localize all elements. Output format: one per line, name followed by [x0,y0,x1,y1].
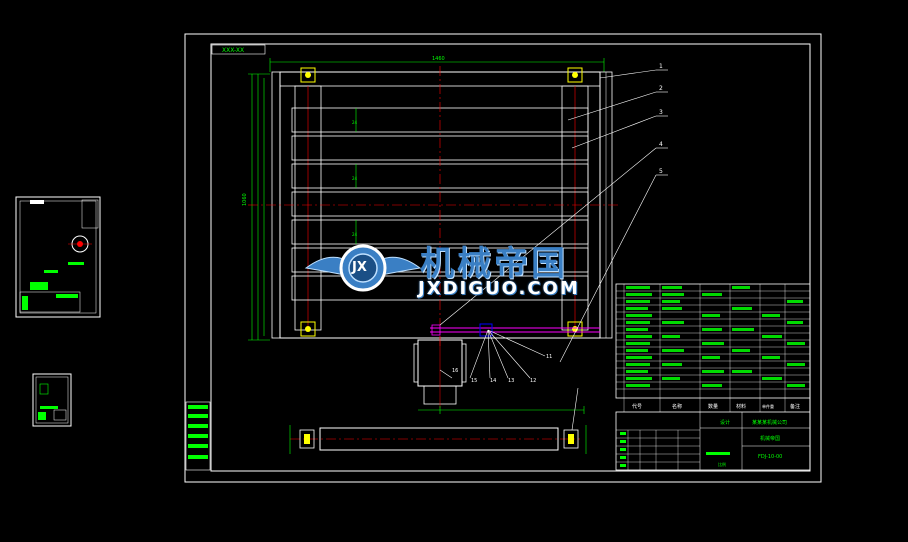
header-label-box [211,44,266,55]
front-view-assembly[interactable]: 1460 1060 [242,56,618,348]
svg-text:1460: 1460 [432,56,445,62]
svg-text:材料: 材料 [736,403,746,410]
title-block[interactable]: 设计 某某某机械公司 机械帝国 FDJ-10-00 比例 [615,411,811,471]
parts-list-table[interactable]: 代号 名称 数量 材料 单件重 备注 [615,283,811,412]
balloon-14: 14 [490,378,496,384]
watermark: 机械帝国 JXDIGUO.COM [300,236,610,302]
svg-text:24: 24 [352,120,358,125]
parts-list-header: 代号 名称 数量 材料 单件重 备注 [632,403,800,410]
watermark-name-cn: 机械帝国 [420,244,568,284]
watermark-logo [304,244,422,292]
balloon-1: 1 [659,63,663,70]
balloon-2: 2 [659,85,663,92]
svg-text:1060: 1060 [242,193,248,206]
balloon-11: 11 [546,354,552,360]
balloon-5: 5 [659,168,663,175]
svg-text:单件重: 单件重 [762,403,774,409]
header-label: XXX-XX [222,47,244,54]
sheet-inner-border [210,43,811,472]
svg-text:名称: 名称 [672,403,682,410]
svg-text:备注: 备注 [790,403,800,410]
drawing-title: 机械帝国 [760,435,780,442]
svg-text:24: 24 [352,176,358,181]
balloon-12: 12 [530,378,536,384]
balloon-15: 15 [471,378,477,384]
svg-text:24: 24 [352,232,358,237]
revision-strip [185,401,211,471]
sheet-outer-border [184,33,822,483]
scale-label: 比例 [718,461,726,467]
designer-label: 设计 [720,419,730,426]
company-name: 某某某机械公司 [752,419,787,426]
watermark-name-en: JXDIGUO.COM [418,278,580,299]
section-view[interactable] [289,387,587,454]
svg-text:代号: 代号 [632,403,642,410]
drive-motor[interactable] [413,336,585,414]
balloon-13: 13 [508,378,514,384]
drawing-number: FDJ-10-00 [758,454,782,460]
watermark-logo-text: JX [352,260,367,275]
sheet-thumbnail-2[interactable] [32,373,72,427]
balloon-4: 4 [659,141,663,148]
svg-text:数量: 数量 [708,403,718,410]
balloon-3: 3 [659,109,663,116]
part-leaders: 1 2 3 4 5 16 15 14 13 12 11 [439,63,668,384]
main-sheet: XXX-XX [184,33,822,483]
balloon-16: 16 [452,368,458,374]
sheet-thumbnail-1[interactable] [15,196,101,318]
